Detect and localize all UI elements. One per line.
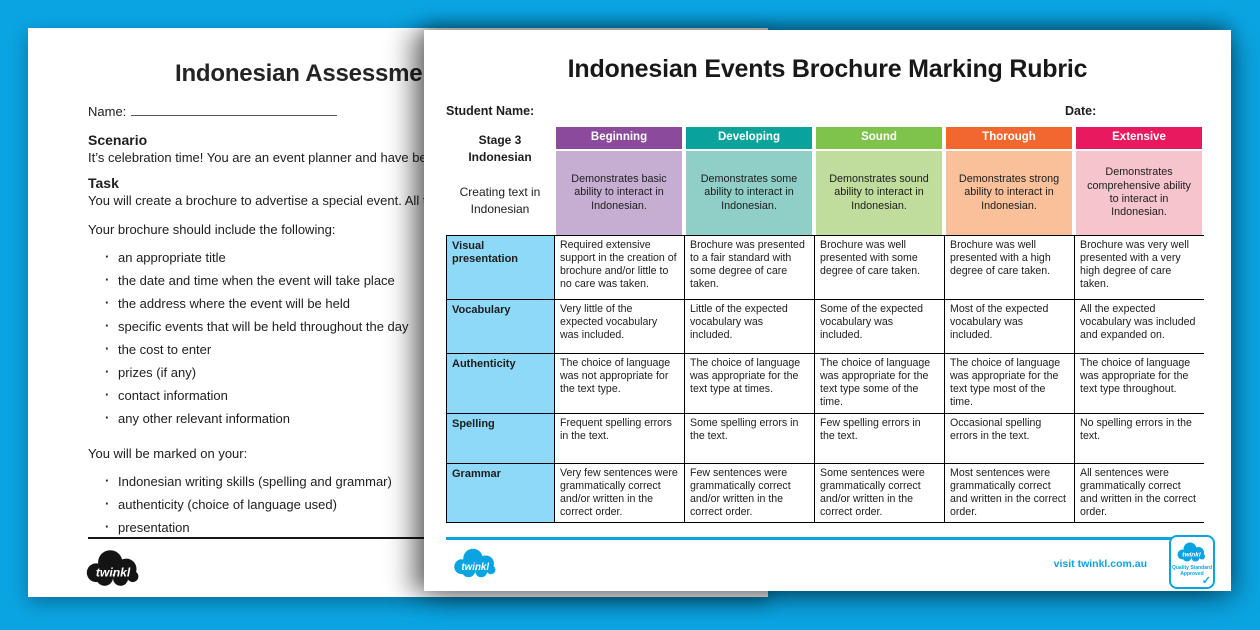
rubric-cell: Occasional spelling errors in the text.	[944, 413, 1074, 463]
level-header-sound: Sound	[814, 127, 944, 151]
back-page-title: Indonesian Assessment	[175, 60, 445, 87]
rubric-header: Stage 3 Indonesian Creating text in Indo…	[446, 127, 1204, 235]
marked-on-list: Indonesian writing skills (spelling and …	[88, 473, 768, 535]
rubric-row-label: Visual presentation	[446, 235, 554, 299]
svg-text:twinkl: twinkl	[96, 565, 131, 579]
rubric-cell: Brochure was very well presented with a …	[1074, 235, 1204, 299]
rubric-cell: Little of the expected vocabulary was in…	[684, 299, 814, 353]
twinkl-logo-icon: twinkl	[452, 545, 500, 586]
footer-blue-line	[446, 536, 1209, 540]
rubric-cell: Most of the expected vocabulary was incl…	[944, 299, 1074, 353]
level-descriptor: Demonstrates basic ability to interact i…	[554, 151, 684, 235]
svg-text:twinkl: twinkl	[1182, 551, 1201, 558]
badge-check-icon: ✓	[1201, 574, 1211, 587]
names-row: Student Name: Date:	[446, 104, 1209, 120]
level-header-developing: Developing	[684, 127, 814, 151]
marking-rubric-page: Indonesian Events Brochure Marking Rubri…	[424, 30, 1231, 591]
rubric-cell: Frequent spelling errors in the text.	[554, 413, 684, 463]
rubric-cell: No spelling errors in the text.	[1074, 413, 1204, 463]
visit-twinkl-link[interactable]: visit twinkl.com.au	[1053, 557, 1147, 570]
stage-cell: Stage 3 Indonesian Creating text in Indo…	[446, 127, 554, 235]
name-blank-line	[131, 104, 338, 116]
rubric-cell: Some sentences were grammatically correc…	[814, 463, 944, 522]
list-item: the address where the event will be held	[105, 295, 768, 311]
level-header-beginning: Beginning	[554, 127, 684, 151]
rubric-cell: Few sentences were grammatically correct…	[684, 463, 814, 522]
rubric-cell: All sentences were grammatically correct…	[1074, 463, 1204, 522]
brochure-include-list: an appropriate title the date and time w…	[88, 249, 768, 426]
rubric-row-label: Vocabulary	[446, 299, 554, 353]
rubric-cell: The choice of language was appropriate f…	[944, 353, 1074, 413]
rubric-cell: Some spelling errors in the text.	[684, 413, 814, 463]
stage-line: Indonesian	[468, 150, 532, 165]
rubric-footer: twinkl visit twinkl.com.au twinkl Qualit…	[446, 534, 1215, 592]
rubric-table: Stage 3 Indonesian Creating text in Indo…	[446, 127, 1204, 523]
level-descriptor: Demonstrates sound ability to interact i…	[814, 151, 944, 235]
rubric-cell: The choice of language was appropriate f…	[1074, 353, 1204, 413]
name-row: Name:	[88, 104, 768, 122]
stage-line: Stage 3	[478, 133, 522, 147]
rubric-title: Indonesian Events Brochure Marking Rubri…	[567, 55, 1088, 83]
rubric-cell: Some of the expected vocabulary was incl…	[814, 299, 944, 353]
name-label: Name:	[88, 104, 127, 119]
date-label: Date:	[1065, 104, 1097, 118]
rubric-cell: Required extensive support in the creati…	[554, 235, 684, 299]
svg-text:twinkl: twinkl	[461, 561, 489, 572]
stage-outcome: Creating text in Indonesian	[459, 184, 541, 217]
marked-heading: You will be marked on your:	[88, 446, 248, 461]
rubric-row-label: Authenticity	[446, 353, 554, 413]
rubric-row-label: Spelling	[446, 413, 554, 463]
list-item: the cost to enter	[105, 341, 768, 357]
rubric-cell: The choice of language was appropriate f…	[684, 353, 814, 413]
level-descriptor: Demonstrates some ability to interact in…	[684, 151, 814, 235]
list-item: an appropriate title	[105, 249, 768, 265]
rubric-cell: Very few sentences were grammatically co…	[554, 463, 684, 522]
rubric-cell: The choice of language was not appropria…	[554, 353, 684, 413]
twinkl-badge-logo-icon: twinkl	[1177, 542, 1205, 562]
list-item: prizes (if any)	[105, 364, 768, 380]
list-item: Indonesian writing skills (spelling and …	[105, 473, 768, 489]
rubric-cell: Most sentences were grammatically correc…	[944, 463, 1074, 522]
badge-text: Quality Standard Approved	[1171, 564, 1212, 577]
rubric-cell: Brochure was presented to a fair standar…	[684, 235, 814, 299]
list-item: any other relevant information	[105, 410, 768, 426]
list-item: specific events that will be held throug…	[105, 318, 768, 334]
student-name-label: Student Name:	[446, 104, 535, 118]
rubric-row-label: Grammar	[446, 463, 554, 522]
rubric-cell: Few spelling errors in the text.	[814, 413, 944, 463]
rubric-cell: All the expected vocabulary was included…	[1074, 299, 1204, 353]
rubric-cell: The choice of language was appropriate f…	[814, 353, 944, 413]
rubric-cell: Brochure was well presented with some de…	[814, 235, 944, 299]
rubric-cell: Brochure was well presented with a high …	[944, 235, 1074, 299]
twinkl-logo-icon: twinkl	[84, 546, 144, 595]
include-intro: Your brochure should include the followi…	[88, 222, 336, 237]
rubric-body: Visual presentation Required extensive s…	[446, 235, 1204, 523]
level-descriptor: Demonstrates strong ability to interact …	[944, 151, 1074, 235]
list-item: authenticity (choice of language used)	[105, 496, 768, 512]
scenario-heading: Scenario	[88, 132, 148, 148]
level-header-extensive: Extensive	[1074, 127, 1204, 151]
list-item: contact information	[105, 387, 768, 403]
level-descriptor: Demonstrates comprehensive ability to in…	[1074, 151, 1204, 235]
level-header-thorough: Thorough	[944, 127, 1074, 151]
list-item: the date and time when the event will ta…	[105, 272, 768, 288]
list-item: presentation	[105, 519, 768, 535]
task-heading: Task	[88, 175, 119, 191]
rubric-cell: Very little of the expected vocabulary w…	[554, 299, 684, 353]
quality-standard-badge: twinkl Quality Standard Approved ✓	[1169, 534, 1215, 589]
